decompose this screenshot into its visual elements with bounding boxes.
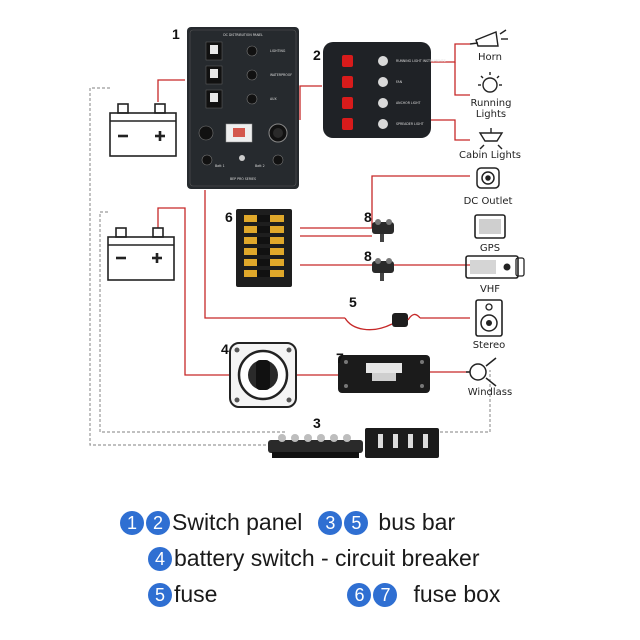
- panel-switch-2: WATERPROOF: [205, 65, 292, 85]
- rocker-switch-panel: RUNNING LIGHT INSTRUMENTS FAN ANCHOR LIG…: [323, 42, 446, 138]
- legend-badge-2: 2: [146, 510, 170, 535]
- panel-knob-right-bottom: [272, 154, 284, 166]
- switch-panel-2-label-1: RUNNING LIGHT INSTRUMENTS: [396, 59, 446, 63]
- stereo-icon: [475, 299, 503, 337]
- component-number-1: 1: [172, 26, 180, 42]
- legend-badge-3: 3: [318, 510, 343, 535]
- battery-top-icon: [109, 103, 177, 157]
- gps-label: GPS: [480, 243, 500, 254]
- legend-text-fuse-box: fuse box: [413, 581, 501, 607]
- component-number-5: 5: [349, 294, 357, 310]
- panel-switch-1-label: LIGHTING: [270, 49, 286, 53]
- component-number-8-lower: 8: [364, 248, 372, 264]
- fuse-box: [236, 209, 292, 287]
- panel-switch-2-label: WATERPROOF: [270, 73, 292, 77]
- dc-distribution-panel: DC DISTRIBUTION PANEL LIGHTING WATERPROO…: [187, 27, 299, 189]
- panel-right-bottom-label: Batt 2: [255, 164, 265, 168]
- bus-bar-studs: [268, 434, 363, 458]
- battery-switch: [229, 342, 297, 408]
- windlass-label: Windlass: [468, 387, 512, 398]
- running-lights-label-line2: Lights: [476, 109, 506, 120]
- dc-outlet-icon: [476, 167, 500, 189]
- red-power-wires: [157, 43, 470, 376]
- vhf-icon: [465, 255, 525, 279]
- legend-badge-6: 6: [347, 582, 372, 607]
- legend-row-2: 4 battery switch - circuit breaker: [148, 545, 479, 572]
- horn-label: Horn: [478, 52, 502, 63]
- legend-text-battery-switch: battery switch - circuit breaker: [174, 545, 480, 571]
- panel-brand-text: BEP PRO SERIES: [230, 177, 256, 181]
- panel-knob-left: [198, 125, 214, 141]
- vhf-label: VHF: [480, 284, 500, 295]
- component-number-4: 4: [221, 341, 229, 357]
- cabin-lights-label: Cabin Lights: [459, 150, 521, 161]
- inline-fuse: [344, 313, 421, 331]
- panel-title-text: DC DISTRIBUTION PANEL: [223, 33, 263, 37]
- terminal-block-upper: [372, 219, 394, 242]
- battery-bottom-icon: [107, 227, 175, 281]
- legend-badge-5-fuse: 5: [148, 582, 172, 607]
- running-lights-label-line1: Running: [471, 98, 512, 109]
- component-number-2: 2: [313, 47, 321, 63]
- bus-bar-block: [365, 428, 439, 458]
- running-lights-icon: [478, 72, 502, 93]
- terminal-block-lower: [372, 258, 394, 281]
- legend-text-fuse: fuse: [174, 581, 218, 607]
- cabin-lights-icon: [478, 128, 504, 150]
- legend-text-switch-panel: Switch panel: [172, 509, 303, 535]
- dc-outlet-label: DC Outlet: [464, 196, 513, 207]
- gps-icon: [474, 214, 506, 239]
- switch-panel-2-label-4: SPREADER LIGHT: [396, 122, 424, 126]
- legend-row-3: 5 fuse 6 7 fuse box: [148, 581, 500, 608]
- component-number-6: 6: [225, 209, 233, 225]
- gray-ground-wires: [89, 87, 491, 446]
- panel-switch-3: AUX: [205, 89, 278, 109]
- switch-panel-2-label-2: FAN: [396, 80, 403, 84]
- legend-badge-4: 4: [148, 546, 172, 571]
- panel-knob-left-bottom: [201, 154, 213, 166]
- panel-left-bottom-label: Batt 1: [215, 164, 225, 168]
- switch-panel-2-label-3: ANCHOR LIGHT: [396, 101, 421, 105]
- legend-text-bus-bar: bus bar: [378, 509, 456, 535]
- fuse-holder: [338, 355, 430, 393]
- component-number-3: 3: [313, 415, 321, 431]
- legend-badge-1: 1: [120, 510, 144, 535]
- component-number-7: 7: [336, 350, 344, 366]
- horn-icon: [469, 29, 508, 47]
- panel-switch-1: LIGHTING: [205, 41, 286, 61]
- legend-row-1: 1 2 Switch panel 3 5 bus bar: [120, 509, 455, 536]
- legend-badge-5: 5: [344, 510, 369, 535]
- windlass-icon: [466, 357, 497, 387]
- stereo-label: Stereo: [473, 340, 506, 351]
- legend-badge-7: 7: [373, 582, 398, 607]
- component-number-8-upper: 8: [364, 209, 372, 225]
- panel-switch-3-label: AUX: [270, 97, 278, 101]
